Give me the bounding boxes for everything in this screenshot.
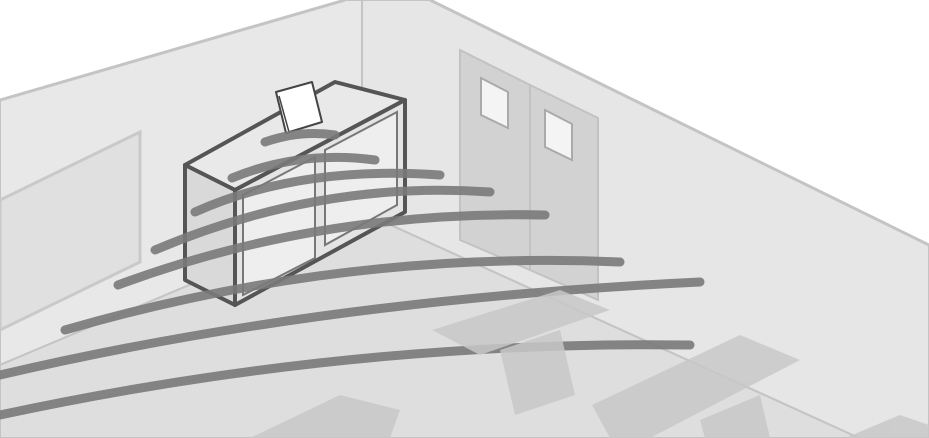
chair: [700, 395, 770, 438]
chair: [500, 330, 575, 415]
desk: [250, 395, 400, 438]
desk: [845, 415, 929, 438]
signal-waves-icon: [0, 129, 705, 420]
desk: [592, 335, 800, 438]
ceiling-edge-right: [429, 0, 929, 247]
whiteboard: [0, 129, 142, 332]
wireless-access-point-icon: [275, 81, 323, 134]
door-window: [480, 76, 509, 130]
desk: [432, 290, 610, 355]
door-window: [544, 108, 573, 162]
desks: [250, 290, 929, 438]
ceiling-edge: [0, 0, 346, 102]
